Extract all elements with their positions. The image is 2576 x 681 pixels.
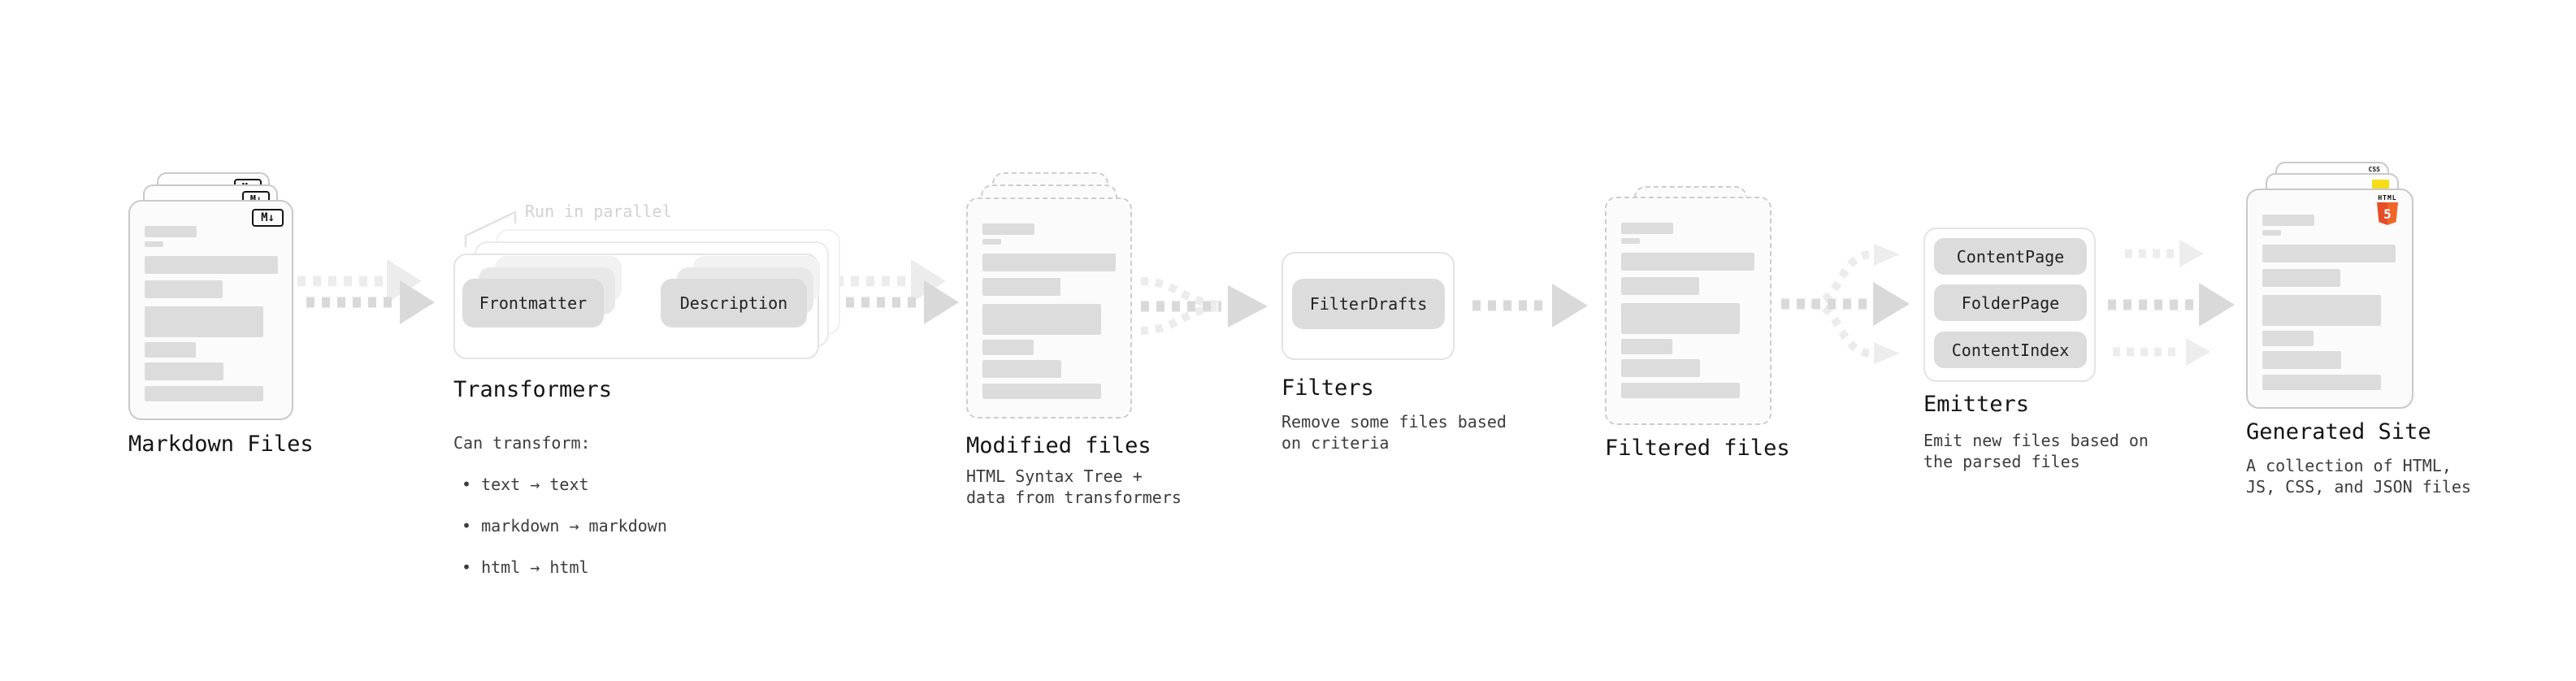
generated-site-description: A collection of HTML, JS, CSS, and JSON …	[2246, 456, 2471, 497]
filter-node-filterdrafts: FilterDrafts	[1292, 279, 1445, 329]
transform-bullet: • markdown → markdown	[462, 515, 667, 536]
placeholder-bar	[1621, 238, 1640, 244]
placeholder-bar	[145, 306, 263, 337]
placeholder-bar	[145, 280, 223, 298]
filtered-files-label: Filtered files	[1605, 436, 1790, 461]
placeholder-bar	[1621, 277, 1699, 295]
placeholder-bar	[982, 360, 1061, 378]
placeholder-bar	[982, 304, 1101, 335]
placeholder-bar	[1621, 223, 1673, 234]
filters-description: Remove some files based on criteria	[1281, 412, 1507, 453]
markdown-icon: M↓	[252, 209, 284, 227]
generated-file-card-html: HTML 5	[2246, 189, 2413, 409]
placeholder-bar	[1621, 359, 1700, 377]
transform-bullet: • html → html	[462, 557, 589, 577]
arrow-modified-to-filters	[1140, 277, 1268, 335]
placeholder-bar	[2262, 230, 2281, 236]
modified-file-card	[966, 197, 1132, 419]
emitter-node-contentpage: ContentPage	[1934, 238, 2087, 275]
placeholder-bar	[2262, 245, 2396, 262]
placeholder-bar	[145, 342, 196, 358]
placeholder-bar	[1621, 253, 1754, 271]
placeholder-bar	[1621, 303, 1740, 334]
placeholder-bar	[145, 386, 263, 401]
generated-site-label: Generated Site	[2246, 419, 2431, 445]
transformers-label: Transformers	[453, 377, 613, 402]
placeholder-bar	[982, 278, 1060, 296]
emitter-node-folderpage: FolderPage	[1934, 284, 2087, 321]
transform-bullet: • text → text	[462, 474, 589, 494]
transformer-node-description: Description	[661, 279, 807, 327]
placeholder-bar	[145, 226, 197, 237]
arrow-filters-to-filtered	[1472, 284, 1588, 327]
arrow-transformers-to-modified	[830, 259, 959, 324]
placeholder-bar	[2262, 375, 2381, 390]
html5-icon-word: HTML	[2378, 194, 2397, 202]
markdown-files-label: Markdown Files	[128, 432, 314, 457]
emitters-description: Emit new files based on the parsed files	[1923, 431, 2149, 471]
placeholder-bar	[982, 384, 1101, 399]
placeholder-bar	[982, 340, 1034, 355]
filters-label: Filters	[1281, 375, 1374, 401]
placeholder-bar	[2262, 269, 2340, 287]
modified-files-label: Modified files	[966, 433, 1151, 458]
placeholder-bar	[982, 223, 1034, 235]
placeholder-bar	[2262, 215, 2314, 226]
filtered-file-card	[1605, 197, 1772, 425]
placeholder-bar	[982, 239, 1001, 245]
placeholder-bar	[982, 254, 1116, 271]
html5-icon: HTML 5	[2373, 194, 2402, 225]
placeholder-bar	[145, 256, 278, 274]
placeholder-bar	[2262, 351, 2341, 369]
transformer-node-frontmatter: Frontmatter	[462, 279, 604, 327]
arrow-filtered-to-emitters	[1781, 244, 1910, 364]
emitters-label: Emitters	[1923, 392, 2030, 417]
placeholder-bar	[145, 241, 163, 247]
placeholder-bar	[1621, 383, 1740, 398]
markdown-file-card: M↓	[128, 200, 293, 420]
modified-files-description: HTML Syntax Tree + data from transformer…	[966, 466, 1182, 507]
arrow-emitters-to-generated	[2108, 240, 2235, 366]
js-icon	[2372, 180, 2389, 190]
run-in-parallel-annotation: Run in parallel	[525, 202, 672, 221]
transformers-description: Can transform: • text → text • markdown …	[453, 412, 667, 599]
placeholder-bar	[145, 362, 223, 380]
arrow-markdown-to-transformers	[297, 259, 435, 324]
placeholder-bar	[2262, 295, 2381, 326]
html5-icon-shield: 5	[2377, 202, 2398, 225]
transformers-desc-title: Can transform:	[453, 432, 591, 453]
emitter-node-contentindex: ContentIndex	[1934, 332, 2087, 368]
placeholder-bar	[2262, 331, 2314, 346]
placeholder-bar	[1621, 339, 1672, 354]
